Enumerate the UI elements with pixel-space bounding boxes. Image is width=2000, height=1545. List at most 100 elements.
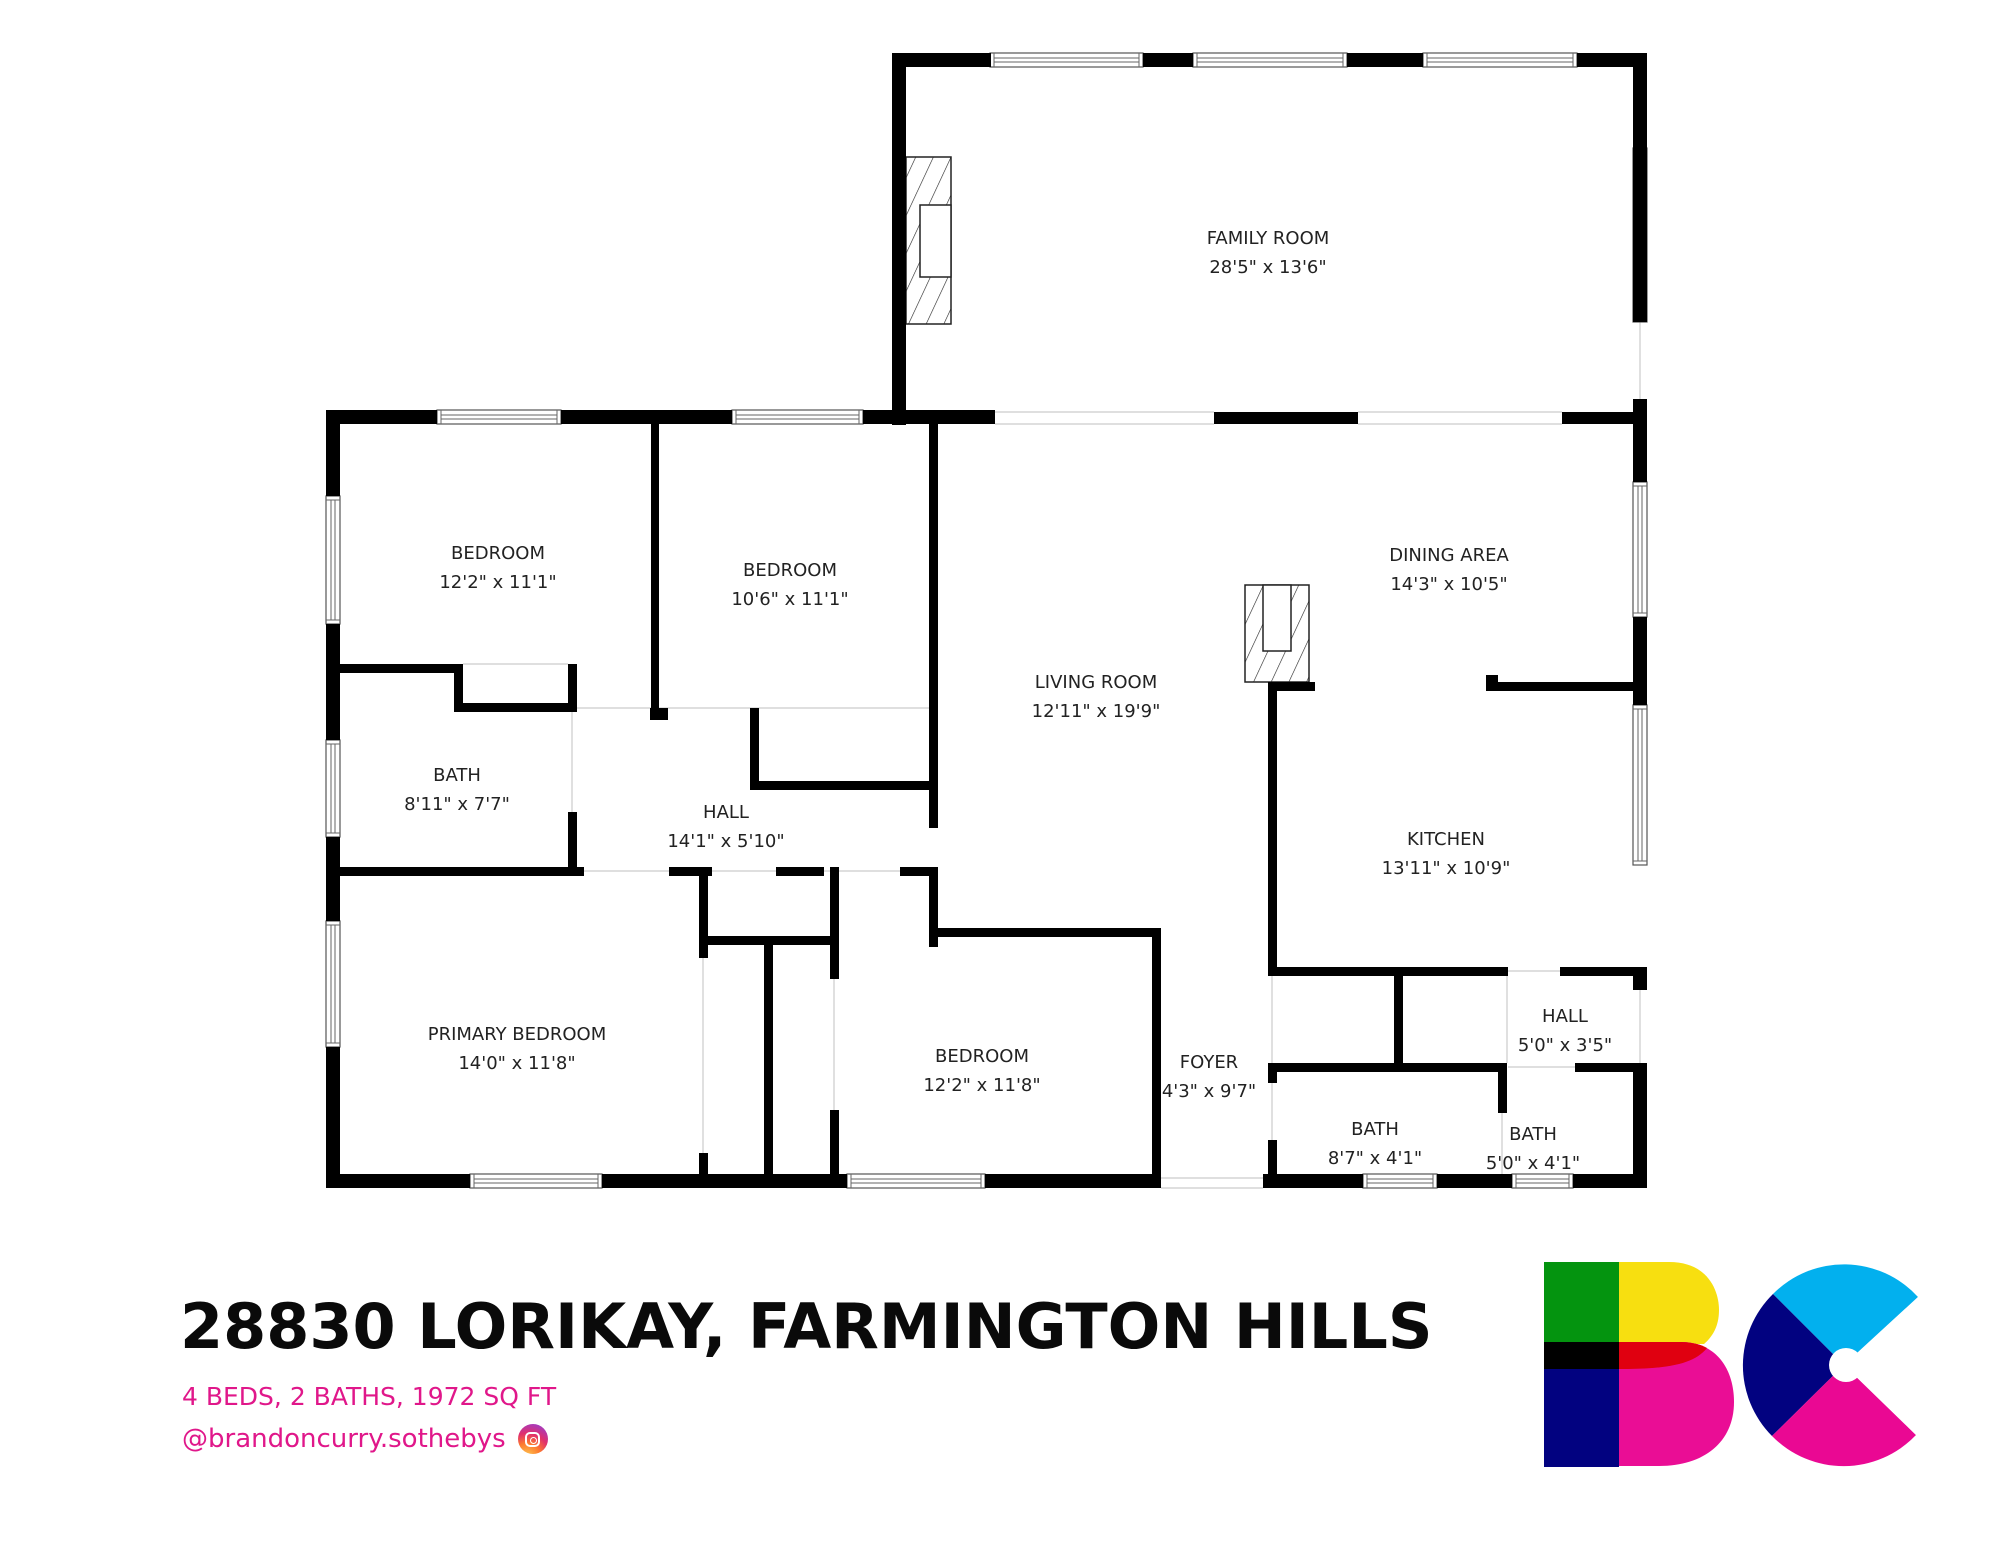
window — [846, 1173, 986, 1189]
wall — [454, 664, 463, 704]
wall — [326, 410, 437, 424]
window — [1632, 704, 1648, 866]
room-name: DINING AREA — [1389, 545, 1509, 566]
wall — [561, 410, 732, 424]
window — [436, 409, 562, 425]
room-dimensions: 14'0" x 11'8" — [458, 1053, 575, 1074]
wall — [1633, 697, 1647, 705]
wall — [568, 664, 577, 712]
window — [1511, 1173, 1574, 1189]
wall — [1437, 1174, 1503, 1188]
window — [1632, 481, 1648, 618]
window — [731, 409, 864, 425]
room-label-group: PRIMARY BEDROOM 14'0" x 11'8" — [428, 1024, 607, 1074]
room-name: BEDROOM — [935, 1046, 1029, 1067]
wall — [1268, 682, 1277, 967]
window — [989, 52, 1144, 68]
wall — [1268, 1063, 1277, 1083]
social-handle-row[interactable]: @brandoncurry.sothebys — [182, 1424, 548, 1454]
room-name: KITCHEN — [1407, 829, 1485, 850]
wall — [750, 781, 938, 790]
logo-b-navy — [1544, 1369, 1619, 1467]
fireplace — [1244, 584, 1310, 683]
room-label-group: KITCHEN 13'11" x 10'9" — [1382, 829, 1511, 879]
fireplaces — [905, 156, 1310, 683]
logo-b-magenta — [1619, 1342, 1734, 1466]
wall — [1498, 1063, 1507, 1113]
wall — [1633, 53, 1647, 322]
logo-c-magenta — [1772, 1365, 1916, 1467]
fireplace — [905, 156, 952, 325]
wall — [830, 867, 839, 979]
wall — [1633, 617, 1647, 697]
wall — [454, 703, 568, 712]
room-dimensions: 13'11" x 10'9" — [1382, 858, 1511, 879]
room-name: PRIMARY BEDROOM — [428, 1024, 607, 1045]
wall — [900, 867, 938, 876]
wall — [340, 664, 463, 673]
wall — [929, 708, 938, 828]
logo-c-navy — [1742, 1294, 1844, 1436]
logo-letter-b — [1544, 1262, 1734, 1467]
room-name: LIVING ROOM — [1035, 672, 1157, 693]
wall — [1143, 53, 1193, 67]
wall — [602, 1174, 847, 1188]
room-dimensions: 4'3" x 9'7" — [1162, 1081, 1256, 1102]
listing-summary: 4 BEDS, 2 BATHS, 1972 SQ FT — [182, 1382, 557, 1411]
room-dimensions: 5'0" x 3'5" — [1518, 1035, 1612, 1056]
logo-b-green — [1544, 1262, 1619, 1342]
wall — [892, 53, 991, 67]
wall — [929, 867, 938, 947]
window — [325, 495, 341, 625]
social-handle[interactable]: @brandoncurry.sothebys — [182, 1424, 506, 1454]
wall — [1263, 1174, 1363, 1188]
wall — [776, 867, 824, 876]
wall — [326, 837, 340, 921]
wall — [669, 867, 712, 876]
wall — [1214, 412, 1358, 424]
room-dimensions: 12'2" x 11'8" — [923, 1075, 1040, 1096]
wall — [326, 1047, 340, 1188]
wall — [929, 928, 1152, 937]
wall — [830, 1110, 839, 1188]
wall — [1498, 1174, 1512, 1188]
wall — [1486, 675, 1498, 691]
windows — [325, 52, 1648, 1189]
room-name: BATH — [1509, 1124, 1557, 1145]
wall — [650, 708, 668, 720]
wall — [1268, 967, 1508, 976]
wall — [568, 812, 577, 867]
room-name: FAMILY ROOM — [1207, 228, 1330, 249]
window — [469, 1173, 603, 1189]
wall — [699, 867, 708, 958]
listing-address: 28830 LORIKAY, FARMINGTON HILLS — [180, 1290, 1433, 1363]
logo-c-cyan — [1773, 1264, 1918, 1365]
window — [325, 739, 341, 838]
wall — [1577, 53, 1647, 67]
wall — [1347, 53, 1423, 67]
walls — [326, 53, 1647, 1188]
wall — [1152, 928, 1161, 1188]
wall — [1268, 682, 1315, 691]
wall — [764, 936, 773, 1188]
wall — [1562, 412, 1647, 424]
room-name: BATH — [1351, 1119, 1399, 1140]
room-dimensions: 14'1" x 5'10" — [667, 831, 784, 852]
room-dimensions: 10'6" x 11'1" — [731, 589, 848, 610]
room-name: BATH — [433, 765, 481, 786]
wall — [1268, 1063, 1507, 1072]
wall — [892, 53, 906, 425]
wall — [1486, 682, 1633, 691]
logo-b-black — [1544, 1342, 1619, 1369]
instagram-icon[interactable] — [517, 1424, 548, 1454]
room-dimensions: 12'2" x 11'1" — [439, 572, 556, 593]
